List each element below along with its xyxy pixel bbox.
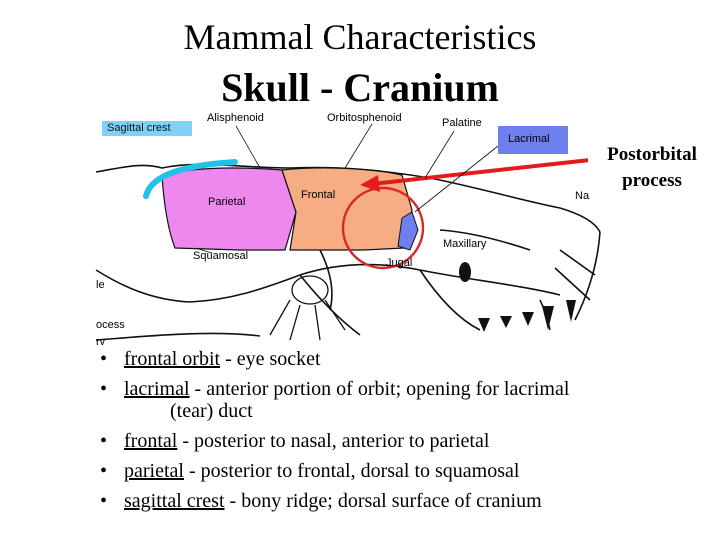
bullet-item: • sagittal crest - bony ridge; dorsal sur… [100, 489, 700, 513]
sagittal-crest [143, 159, 238, 199]
label-parietal: Parietal [208, 196, 246, 208]
bullet-dot: • [100, 348, 108, 370]
infraorbital-foramen [459, 262, 471, 282]
postorbital-callout-line2: process [622, 170, 682, 191]
bullet-item: • frontal - posterior to nasal, anterior … [100, 429, 700, 453]
lacrimal-label-box [498, 126, 568, 154]
postorbital-arrow-line [371, 158, 591, 186]
label-maxillary: Maxillary [443, 238, 487, 250]
teeth [478, 300, 576, 332]
postorbital-circle [341, 186, 425, 270]
label-left-partial-3: rv [96, 336, 106, 348]
bullet-desc: - eye socket [220, 348, 321, 370]
bullet-dot: • [100, 490, 108, 512]
bullet-desc: - bony ridge; dorsal surface of cranium [224, 490, 542, 512]
label-jugal: Jugal [386, 257, 413, 269]
bullet-term: frontal orbit [124, 348, 221, 370]
bullet-list: • frontal orbit - eye socket • lacrimal - … [100, 347, 700, 519]
sagittal-crest-label-box [102, 121, 192, 136]
bullet-term: parietal [124, 460, 184, 482]
leader-lines [194, 123, 499, 254]
label-nasal-partial: Na [575, 190, 590, 202]
bullet-dot: • [100, 378, 108, 400]
label-sagittal-crest: Sagittal crest [107, 122, 171, 134]
postorbital-arrow-head [360, 175, 380, 192]
bullet-term: sagittal crest [124, 490, 225, 512]
bullet-dot: • [100, 460, 108, 482]
bullet-term: frontal [124, 430, 178, 452]
auditory-region [269, 275, 346, 341]
label-left-partial-2: ocess [96, 319, 125, 331]
bullet-continuation: (tear) duct [170, 400, 253, 422]
label-squamosal: Squamosal [193, 250, 249, 262]
label-lacrimal: Lacrimal [508, 133, 550, 145]
bullet-desc: - posterior to frontal, dorsal to squamo… [183, 460, 520, 482]
parietal-bone [161, 167, 297, 251]
label-alisphenoid: Alisphenoid [207, 112, 264, 124]
lacrimal-bone [397, 211, 419, 251]
bullet-item: • parietal - posterior to frontal, dorsal… [100, 459, 700, 483]
postorbital-callout-line1: Postorbital [607, 144, 697, 165]
label-palatine: Palatine [442, 117, 482, 129]
bullet-dot: • [100, 430, 108, 452]
slide-title: Mammal Characteristics [183, 17, 537, 57]
bullet-desc: - anterior portion of orbit; opening for… [189, 378, 570, 400]
bullet-desc: - posterior to nasal, anterior to pariet… [177, 430, 490, 452]
slide-subtitle: Skull - Cranium [221, 65, 499, 110]
bullet-item: • lacrimal - anterior portion of orbit; o… [100, 377, 700, 423]
postorbital-callout: Postorbital process [588, 142, 716, 194]
label-frontal: Frontal [301, 189, 336, 201]
bullet-term: lacrimal [124, 378, 190, 400]
label-orbitosphenoid: Orbitosphenoid [327, 112, 402, 124]
label-left-partial-1: le [96, 279, 105, 291]
bullet-item: • frontal orbit - eye socket [100, 347, 700, 371]
